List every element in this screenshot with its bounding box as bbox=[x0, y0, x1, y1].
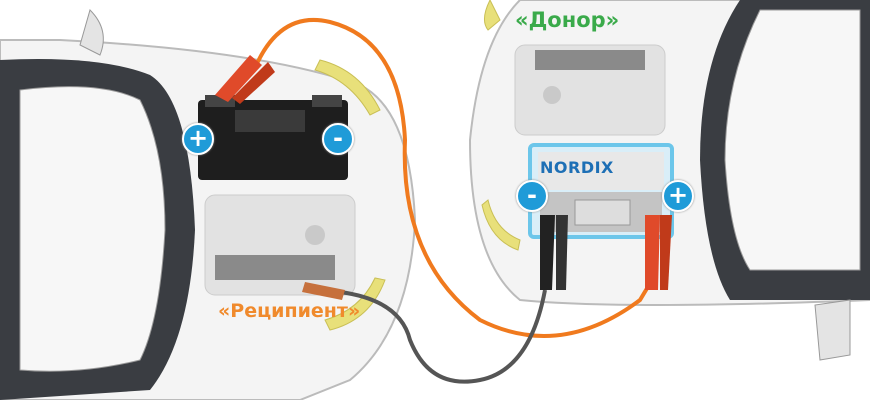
positive-cable bbox=[253, 17, 657, 338]
recipient-label: «Реципиент» bbox=[218, 300, 361, 322]
donor-plus-terminal: + bbox=[662, 180, 694, 212]
recipient-car bbox=[0, 9, 417, 400]
recipient-plus-terminal: + bbox=[182, 123, 214, 155]
recipient-minus-terminal: - bbox=[322, 123, 354, 155]
negative-cable bbox=[339, 289, 547, 384]
donor-label: «Донор» bbox=[515, 8, 620, 32]
battery-brand: NORDIX bbox=[540, 158, 614, 177]
donor-minus-terminal: - bbox=[516, 180, 548, 212]
recipient-battery bbox=[198, 95, 348, 180]
clamps bbox=[215, 55, 672, 300]
